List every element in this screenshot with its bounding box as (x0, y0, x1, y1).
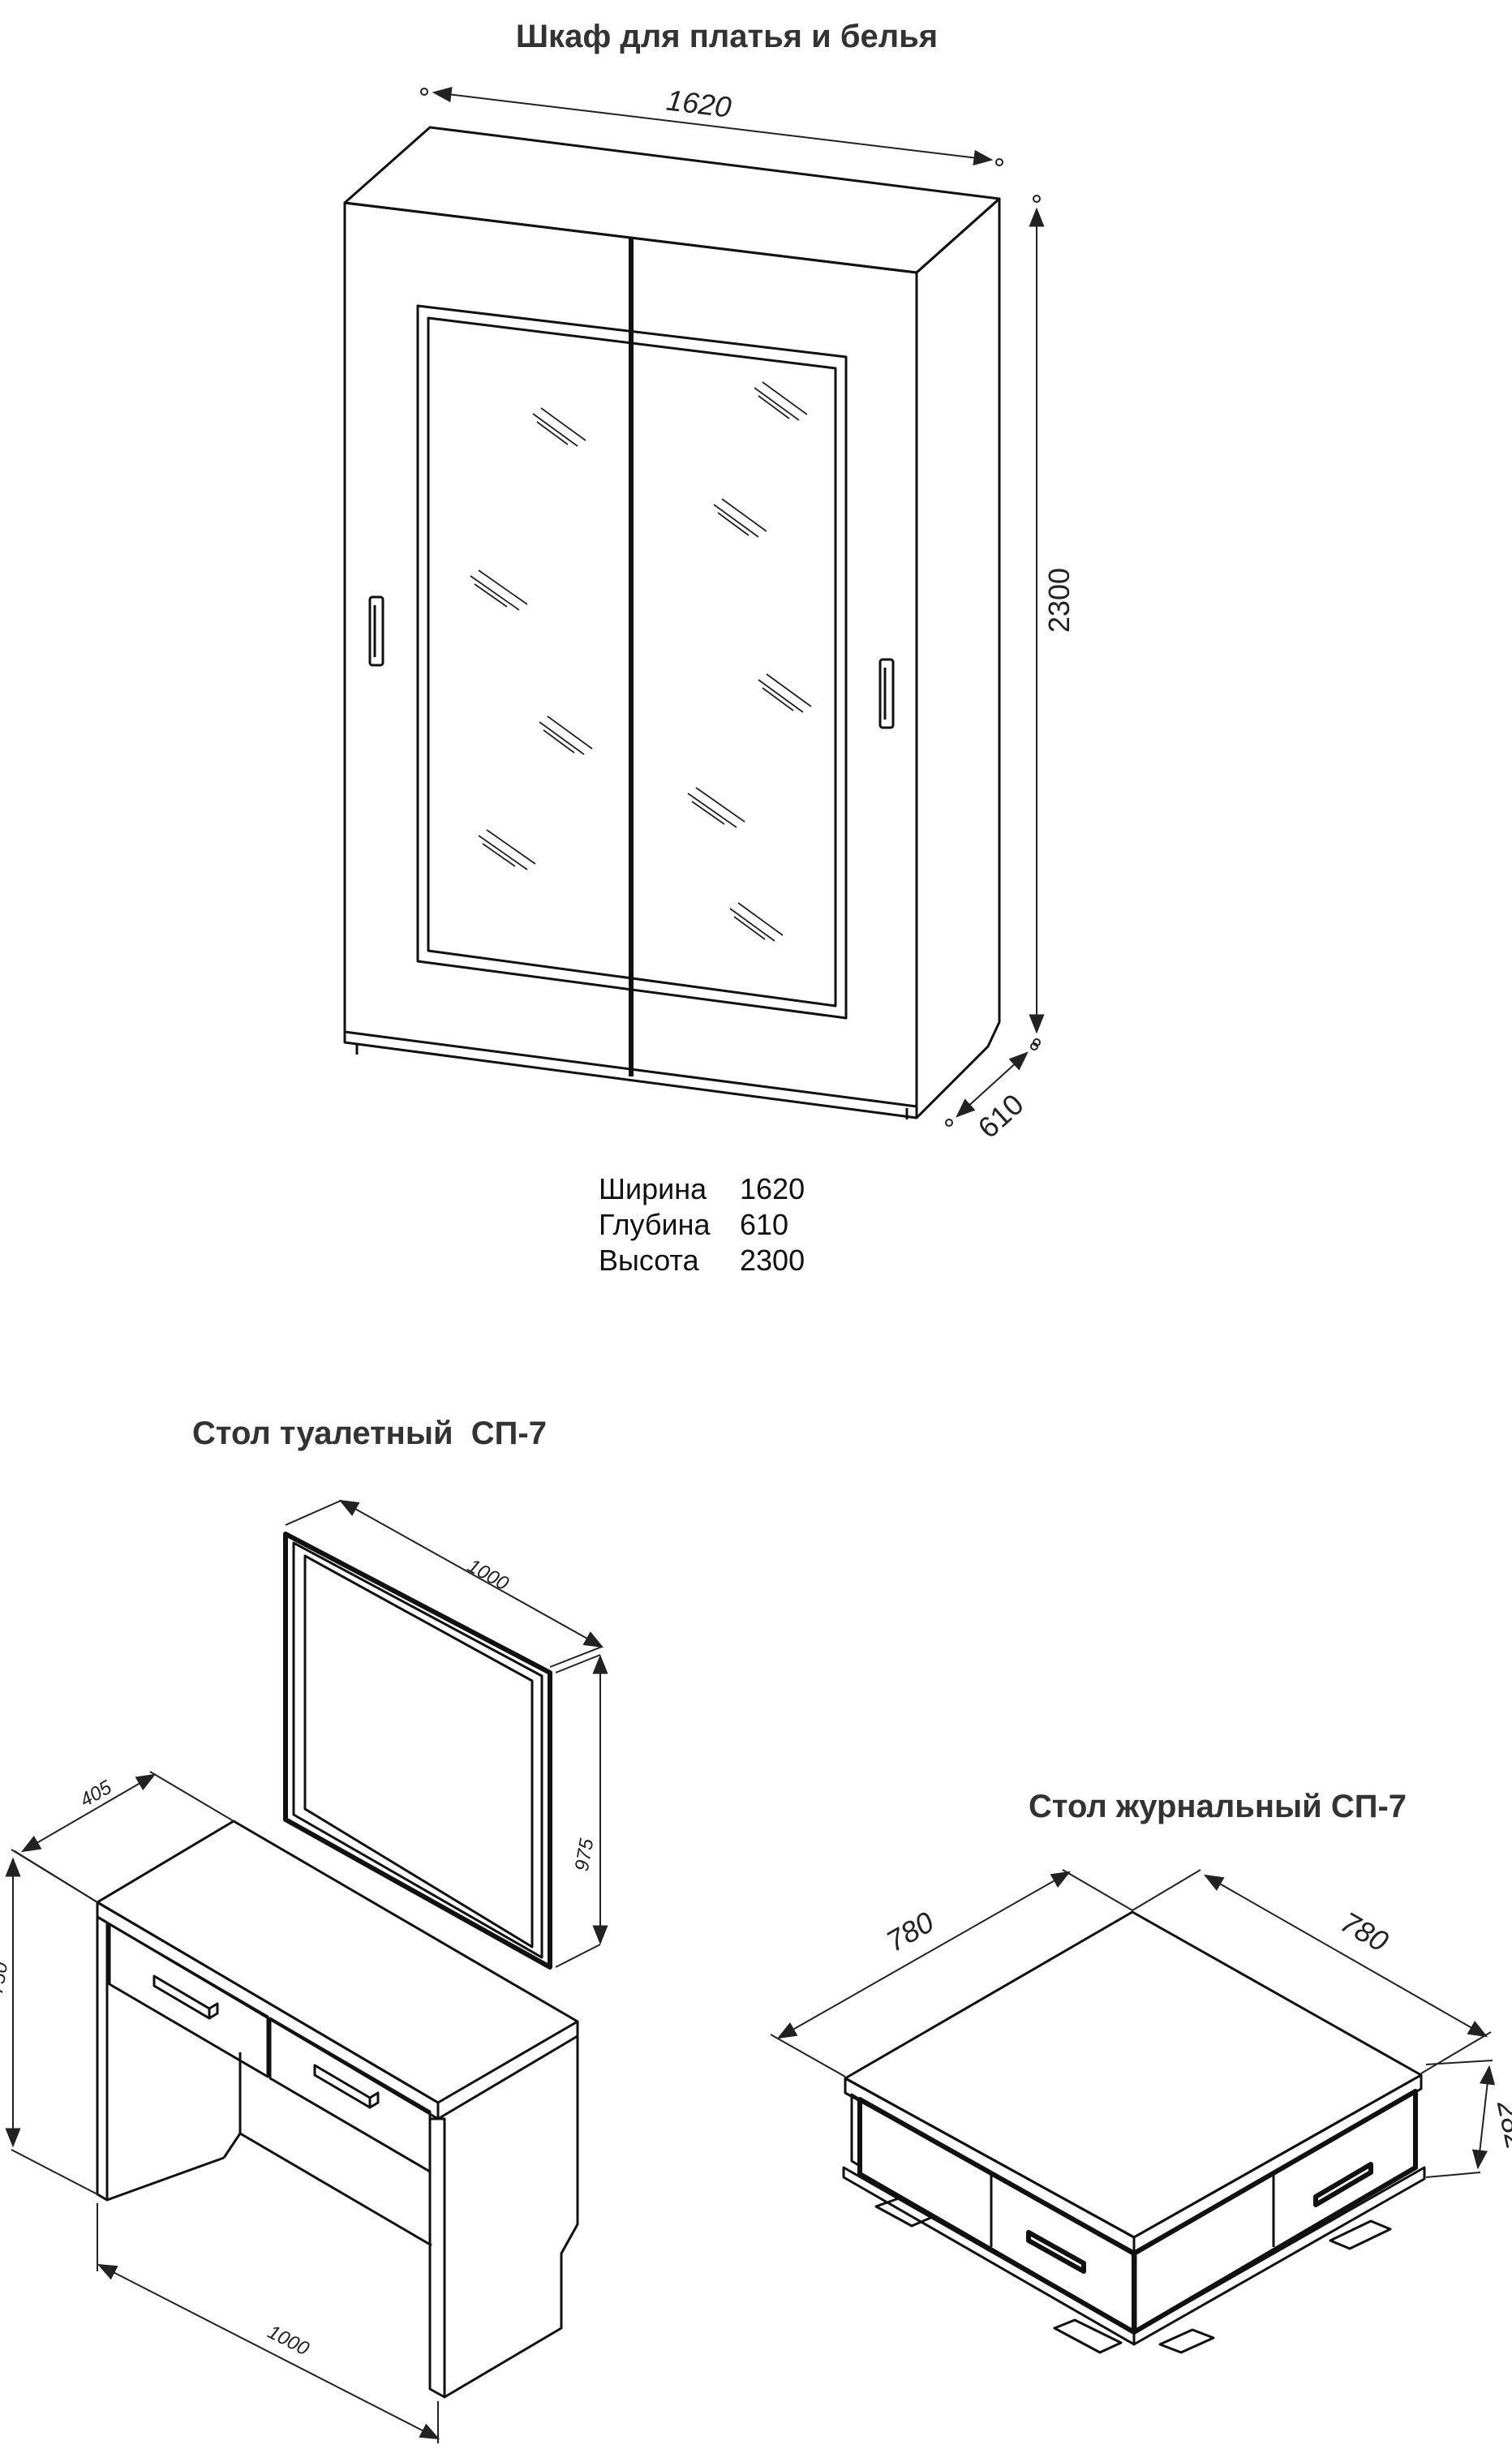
wardrobe-height-label: 2300 (1042, 568, 1076, 633)
coffee-table-top (844, 1910, 1423, 2239)
coffee-table-foot (1158, 2328, 1215, 2354)
spec-value: 2300 (740, 1244, 805, 1277)
coffee-table-foot (874, 2197, 936, 2228)
coffee-table-foot (1053, 2318, 1123, 2354)
spec-value: 1620 (740, 1172, 805, 1205)
coffee-height-dim-label: 282 (1491, 2097, 1512, 2152)
mirror-frame-inner (427, 316, 837, 1008)
spec-label: Высота (599, 1244, 700, 1277)
spec-label: Глубина (599, 1208, 711, 1241)
mirror-width-label: 1000 (464, 1555, 513, 1596)
drawer-handle-left (152, 1974, 211, 2020)
wardrobe-handle-right (878, 658, 895, 729)
coffee-right-dim-label: 780 (1335, 1905, 1394, 1958)
spec-label: Ширина (599, 1172, 707, 1205)
glass-reflections (470, 381, 812, 942)
mirror-height-label: 975 (571, 1837, 599, 1873)
mirror-outer (283, 1532, 552, 1970)
wardrobe-width-label: 1620 (664, 83, 732, 123)
wardrobe-side (915, 197, 1001, 1119)
wardrobe-handle-left (368, 595, 384, 667)
wardrobe-title: Шкаф для платья и белья (516, 19, 938, 54)
mirror-frame-outer (416, 304, 848, 1020)
dressing-table-drawing: Стол туалетный СП-7 1000 975 (0, 1416, 608, 2443)
wardrobe-drawing: Шкаф для платья и белья (343, 19, 1076, 1277)
wardrobe-specs: Ширина 1620 Глубина 610 Высота 2300 (599, 1172, 805, 1277)
drawer-left (108, 1923, 269, 2078)
coffee-table-foot (1329, 2219, 1392, 2250)
coffee-table-drawing: Стол журнальный СП-7 780 780 (770, 1789, 1512, 2354)
spec-value: 610 (740, 1208, 788, 1241)
table-depth-label: 405 (76, 1776, 116, 1811)
coffee-left-dim-label: 780 (880, 1905, 939, 1958)
table-height-label: 750 (0, 1960, 12, 1996)
dressing-table-title: Стол туалетный СП-7 (192, 1416, 547, 1451)
table-width-label: 1000 (264, 2321, 312, 2361)
coffee-drawer-handle-right (1313, 2162, 1373, 2207)
coffee-table-title: Стол журнальный СП-7 (1029, 1789, 1407, 1824)
coffee-drawer-handle-left (1026, 2230, 1086, 2274)
